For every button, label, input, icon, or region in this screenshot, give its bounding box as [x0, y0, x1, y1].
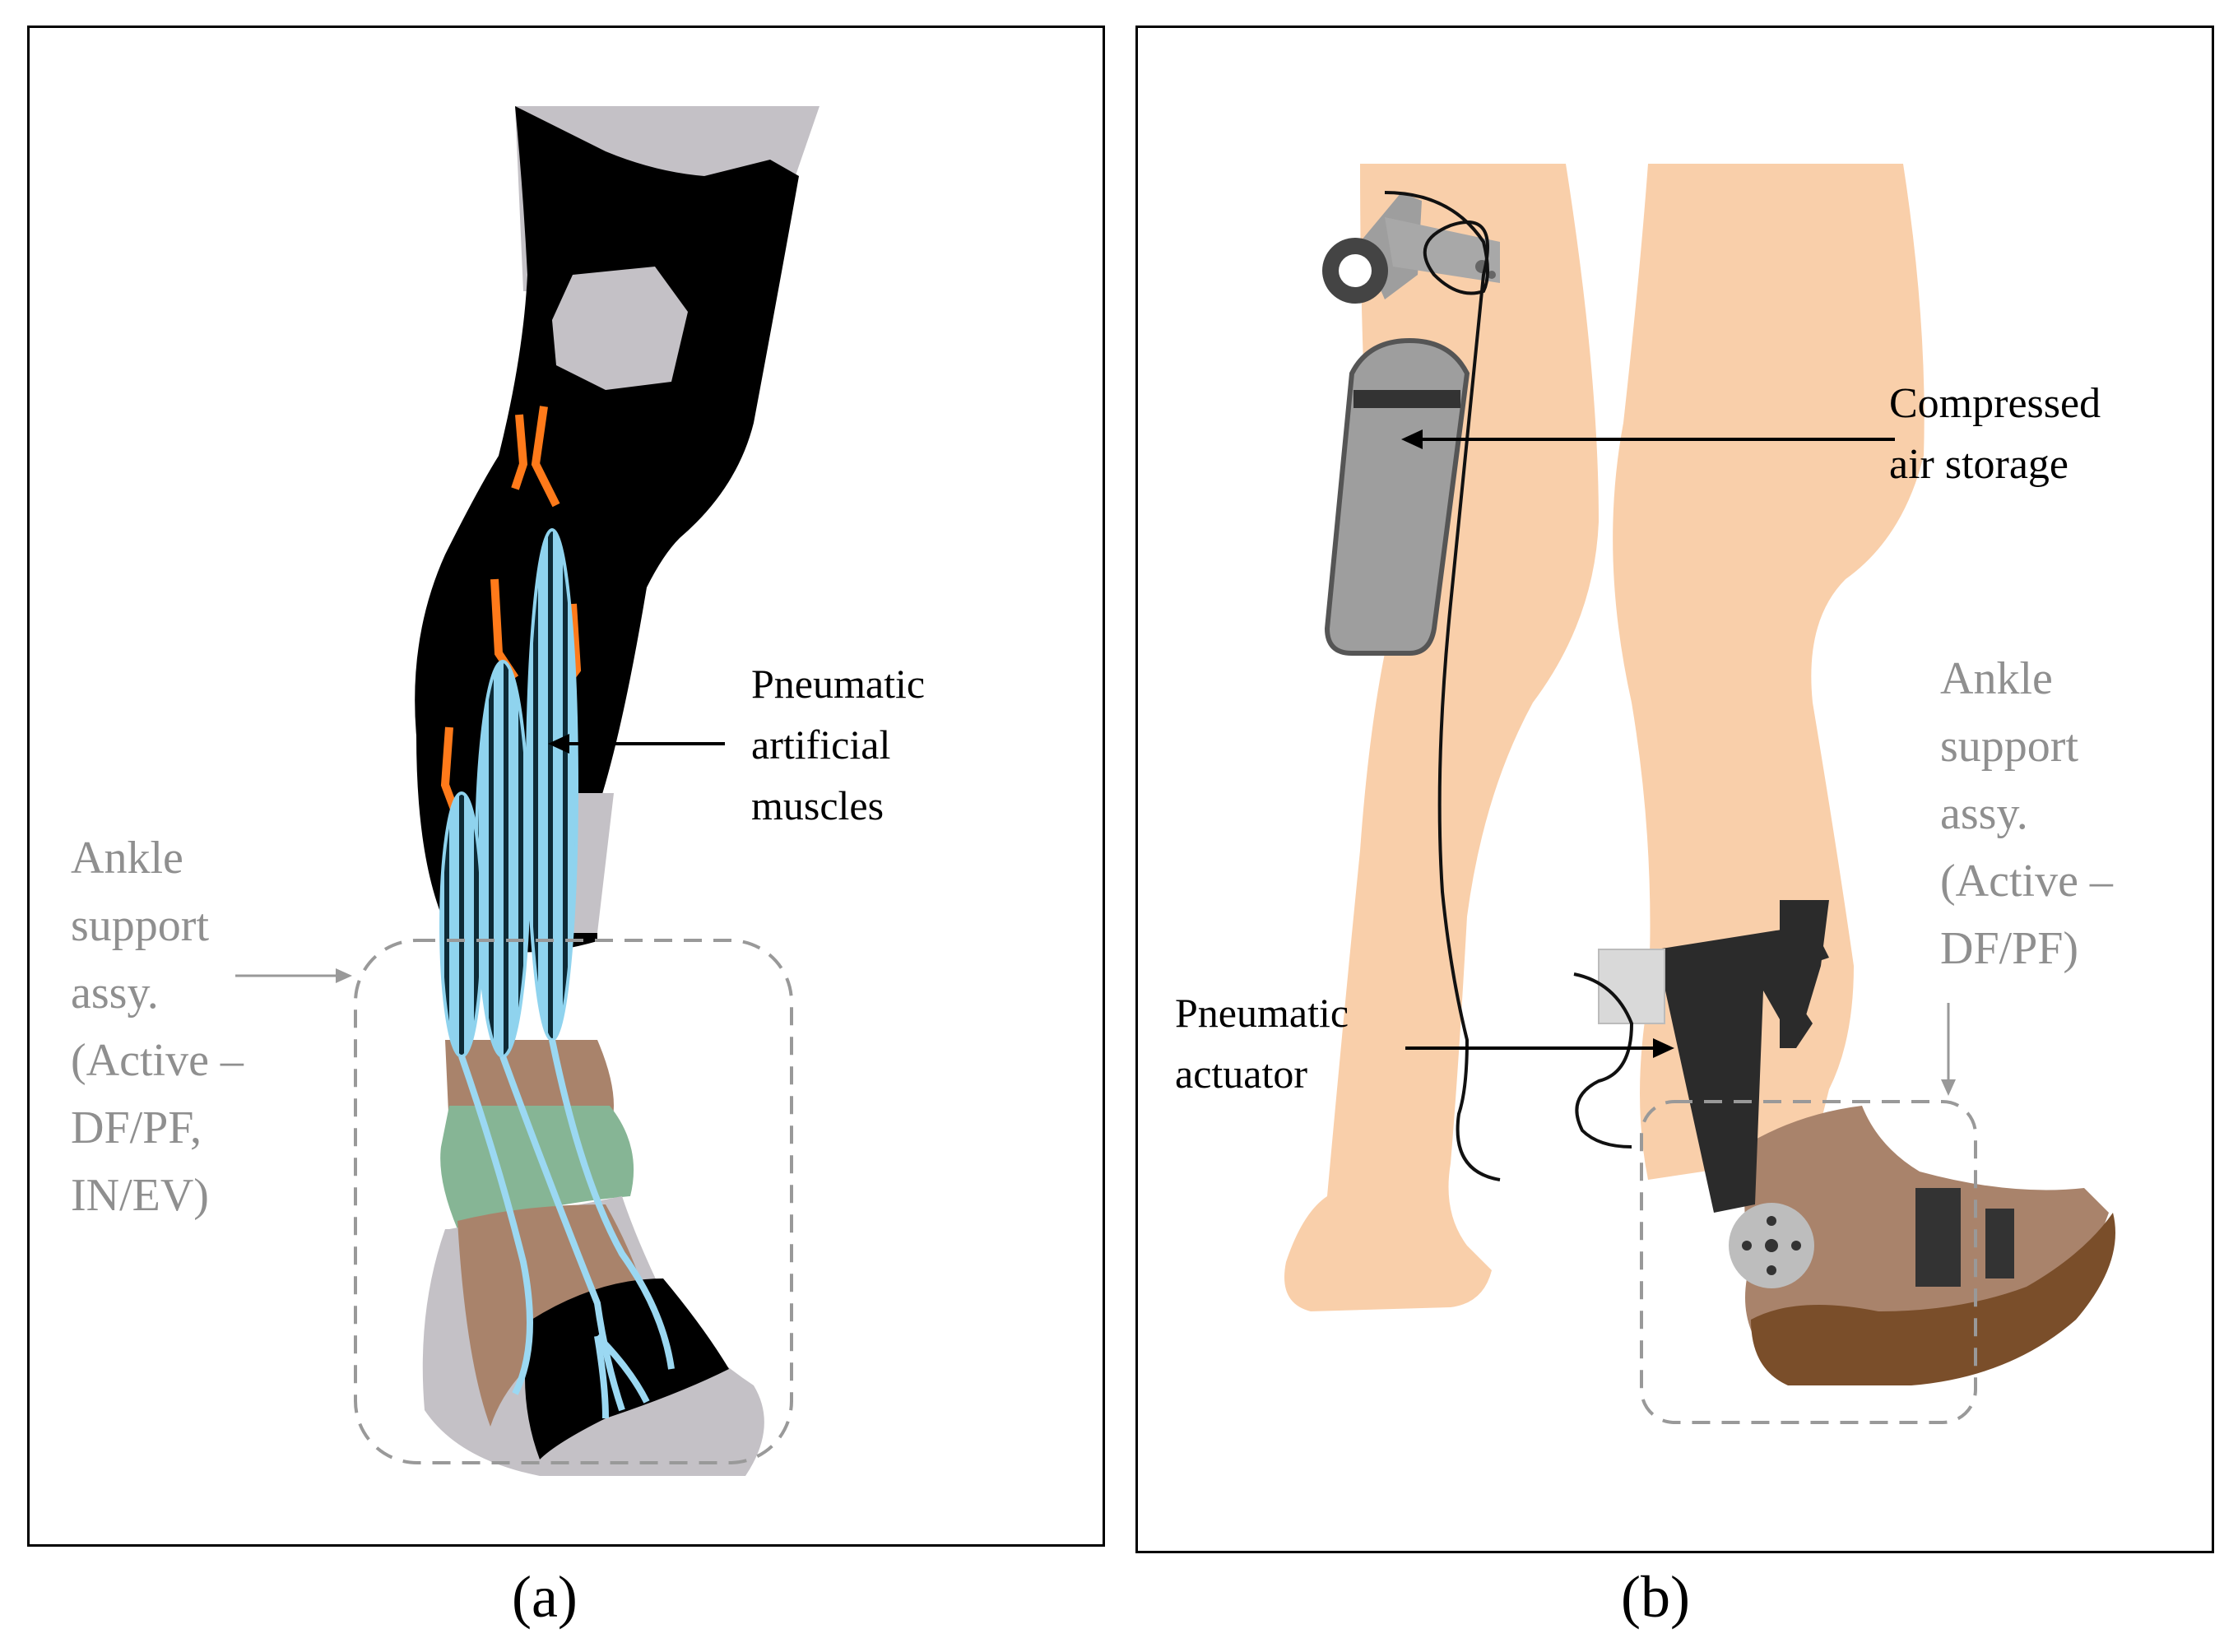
actuator-handle — [1780, 900, 1829, 1048]
pump-nozzle — [1385, 217, 1500, 283]
ankle-exoskeleton-illustration — [1284, 164, 2115, 1424]
ankle-support-label-a: Ankle support assy. (Active – DF/PF, IN/… — [71, 833, 244, 1221]
muscle-1 — [526, 528, 578, 1042]
knee-cutout — [552, 267, 688, 390]
actuator-arrow-head — [1653, 1038, 1674, 1058]
caption-b: (b) — [1621, 1564, 1690, 1630]
ankle-support-label-b: Ankle support assy. (Active – DF/PF) — [1940, 653, 2113, 974]
muscle-arrow-head — [548, 734, 569, 754]
ankle-callout-box-b — [1640, 1100, 1977, 1424]
muscle-2 — [475, 660, 531, 1058]
storage-label: Compressed air storage — [1889, 380, 2101, 488]
shoe-strap-1 — [1915, 1188, 1961, 1287]
ankle-arrow-head — [336, 968, 352, 983]
caption-a: (a) — [512, 1564, 578, 1630]
shoe-strap-2 — [1985, 1209, 2014, 1278]
storage-arrow-head — [1401, 429, 1423, 449]
soft-exosuit-illustration — [235, 106, 820, 1476]
panel-b: Compressed air storage Pneumatic actuato… — [1135, 26, 2214, 1553]
air-cylinder — [1324, 337, 1470, 656]
muscles-label: Pneumatic artificial muscles — [751, 661, 926, 828]
actuator-hose — [1573, 972, 1634, 1149]
ankle-arrow-head-b — [1941, 1079, 1956, 1096]
cylinder-band — [1353, 390, 1460, 408]
shoe-sole — [1751, 1213, 2115, 1385]
panel-a: Pneumatic artificial muscles Ankle suppo… — [27, 26, 1105, 1547]
actuator-label: Pneumatic actuator — [1175, 990, 1349, 1097]
ankle-callout-box — [354, 939, 793, 1464]
sensor-block — [1598, 949, 1665, 1024]
muscle-3 — [439, 791, 484, 1058]
front-leg — [1613, 164, 1925, 1180]
tendons — [458, 1039, 675, 1419]
